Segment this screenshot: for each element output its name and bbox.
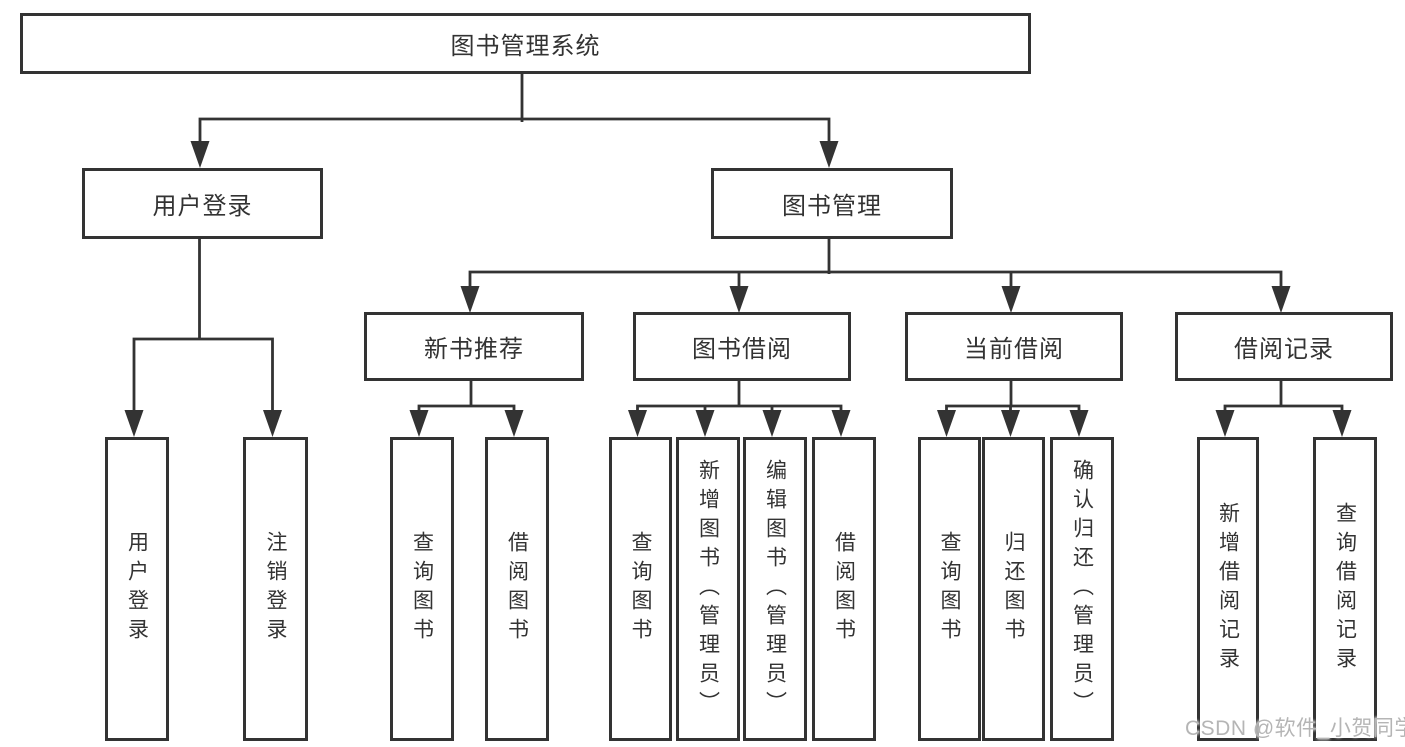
leaf-query-books-b: 查询图书	[609, 437, 672, 741]
node-label: 确认归还（管理员）	[1070, 458, 1094, 720]
leaf-return-books: 归还图书	[982, 437, 1045, 741]
node-label: 图书管理	[782, 193, 882, 220]
node-label: 编辑图书（管理员）	[763, 458, 787, 720]
node-label: 图书管理系统	[450, 33, 601, 60]
node-borrowing-records: 借阅记录	[1175, 312, 1393, 381]
leaf-query-books-c: 查询图书	[918, 437, 981, 741]
leaf-query-borrowing-record: 查询借阅记录	[1313, 437, 1377, 741]
node-label: 用户登录	[152, 193, 253, 220]
node-label: 新书推荐	[424, 336, 524, 363]
node-label: 注销登录	[264, 531, 287, 647]
node-label: 借阅图书	[505, 531, 529, 647]
node-label: 查询图书	[629, 531, 652, 647]
node-label: 新增图书（管理员）	[696, 458, 720, 720]
leaf-user-login: 用户登录	[105, 437, 169, 741]
node-label: 用户登录	[125, 531, 149, 647]
node-new-book-recommendation: 新书推荐	[364, 312, 584, 381]
leaf-borrow-books-b: 借阅图书	[812, 437, 876, 741]
leaf-borrow-books-a: 借阅图书	[485, 437, 549, 741]
leaf-add-books-admin: 新增图书（管理员）	[676, 437, 740, 741]
leaf-confirm-return-admin: 确认归还（管理员）	[1050, 437, 1114, 741]
arrowhead-icons	[124, 141, 1352, 437]
node-label: 查询借阅记录	[1333, 502, 1357, 676]
node-label: 图书借阅	[692, 336, 792, 363]
node-library-system: 图书管理系统	[20, 13, 1031, 74]
node-label: 当前借阅	[964, 336, 1064, 363]
node-user-login: 用户登录	[82, 168, 323, 239]
node-label: 借阅记录	[1234, 336, 1334, 363]
node-current-borrowing: 当前借阅	[905, 312, 1123, 381]
node-book-management: 图书管理	[711, 168, 953, 239]
node-label: 借阅图书	[832, 531, 856, 647]
leaf-edit-books-admin: 编辑图书（管理员）	[743, 437, 807, 741]
leaf-logout-login: 注销登录	[243, 437, 308, 741]
leaf-add-borrowing-record: 新增借阅记录	[1197, 437, 1259, 741]
watermark-text: CSDN @软件_小贺同学	[1185, 717, 1405, 740]
node-label: 归还图书	[1002, 531, 1025, 647]
node-label: 查询图书	[938, 531, 961, 647]
node-book-borrowing: 图书借阅	[633, 312, 851, 381]
node-label: 新增借阅记录	[1216, 502, 1240, 676]
leaf-query-books-a: 查询图书	[390, 437, 454, 741]
node-label: 查询图书	[410, 531, 434, 647]
